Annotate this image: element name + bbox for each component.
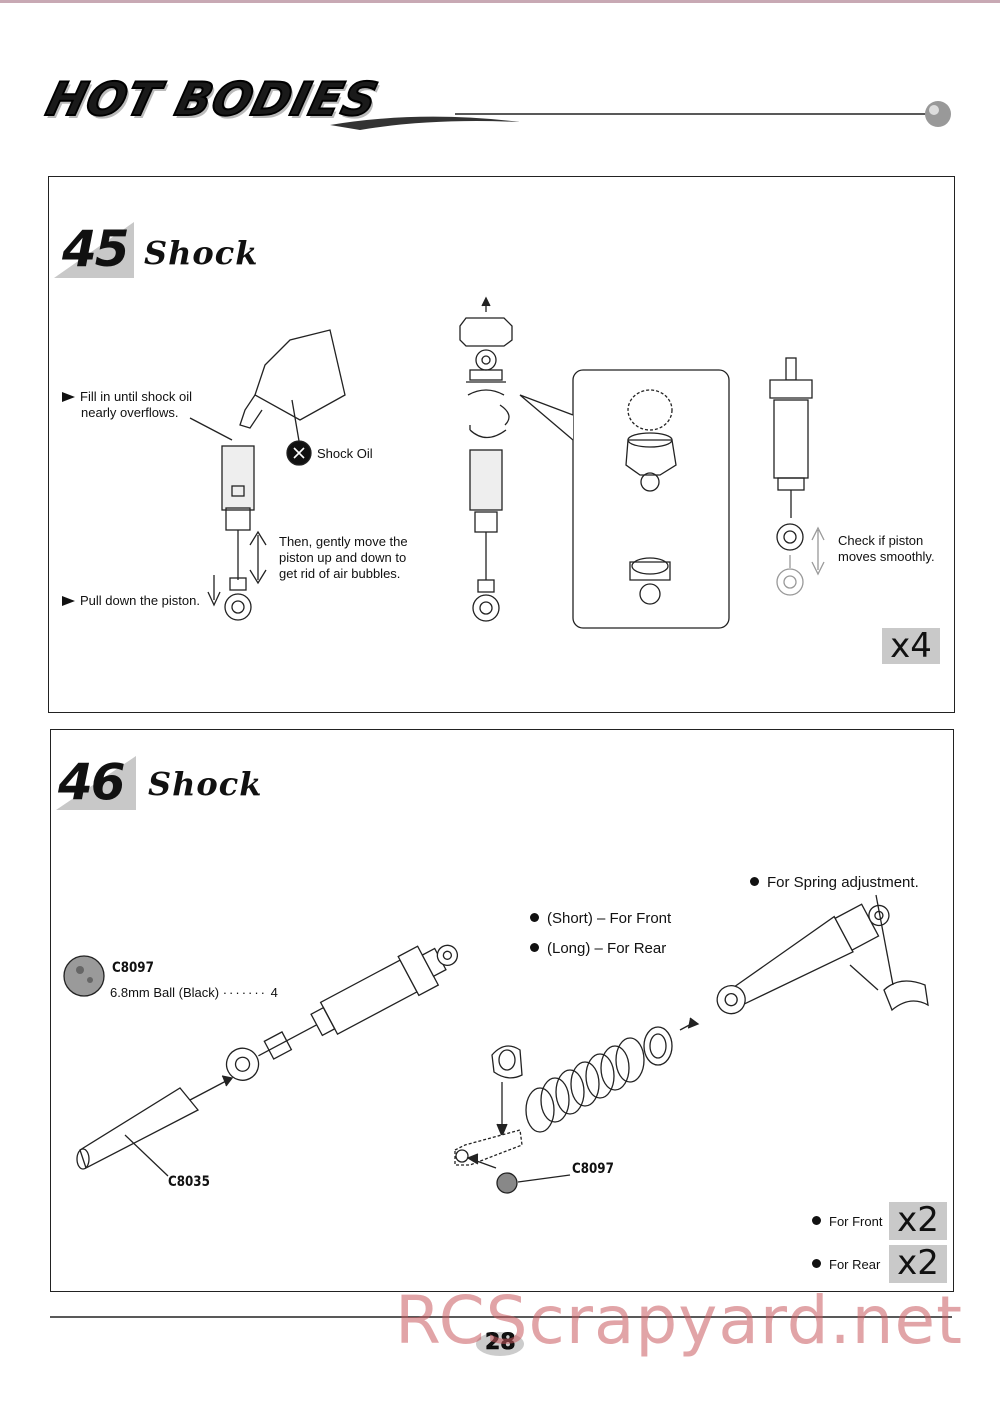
rod-end-3 xyxy=(776,523,804,551)
rod-end-left xyxy=(225,1047,260,1081)
bullet-dot-icon xyxy=(812,1216,821,1225)
shock-cap-nut xyxy=(459,317,513,347)
note-spring-adjust: For Spring adjustment. xyxy=(750,874,919,891)
ball-part-number-2: C8097 xyxy=(572,1161,614,1177)
note-short-front: (Short) – For Front xyxy=(530,910,671,927)
rod-end-right xyxy=(716,985,746,1015)
bullet-dot-icon xyxy=(530,943,539,952)
ball-c8097 xyxy=(496,1172,518,1194)
step-45-quantity: x4 xyxy=(882,628,940,664)
watermark: RCScrapyard.net xyxy=(395,1282,963,1359)
detail-inset-box xyxy=(572,369,730,629)
shock-boot xyxy=(79,1087,200,1169)
bullet-dot-icon xyxy=(750,877,759,886)
step-46-illustration xyxy=(63,894,929,1194)
step-45-number-bg xyxy=(54,222,134,278)
step-46-number-bg xyxy=(56,756,136,810)
bullet-dot-icon xyxy=(812,1259,821,1268)
shock-body-2 xyxy=(469,449,503,511)
note-fill-oil: Fill in until shock oil nearly overflows… xyxy=(62,389,192,421)
page-number: 28 xyxy=(485,1330,516,1356)
step-46-number: 46 xyxy=(58,753,126,811)
step-45-number: 45 xyxy=(62,220,130,278)
ball-part-number: C8097 xyxy=(112,960,154,976)
step-45-title: Shock xyxy=(144,234,259,272)
shock-body-3 xyxy=(773,399,809,479)
shock-oil-bottle xyxy=(254,329,346,421)
step-45-illustration xyxy=(189,296,825,629)
step-46-panel xyxy=(50,729,954,1292)
note-long-rear: (Long) – For Rear xyxy=(530,940,666,957)
rear-quantity: x2 xyxy=(889,1245,947,1283)
note-check-piston: Check if piston moves smoothly. xyxy=(838,533,935,564)
rod-end-1 xyxy=(224,593,252,621)
spring-collar xyxy=(643,1026,673,1066)
spring-clip xyxy=(883,980,929,1012)
arrow-bullet-icon xyxy=(62,596,75,606)
shock-body-1 xyxy=(221,445,255,511)
bullet-dot-icon xyxy=(530,913,539,922)
rod-end-2 xyxy=(472,594,500,622)
ball-icon xyxy=(63,955,105,997)
note-gently-move: Then, gently move the piston up and down… xyxy=(279,534,408,581)
front-quantity: x2 xyxy=(889,1202,947,1240)
shock-spring xyxy=(525,1037,645,1133)
logo-swoosh xyxy=(330,116,520,130)
arrow-bullet-icon xyxy=(62,392,75,402)
note-shock-oil: Shock Oil xyxy=(317,446,373,461)
note-pull-down: Pull down the piston. xyxy=(62,593,200,609)
ball-description: 6.8mm Ball (Black) ······· 4 xyxy=(110,985,278,1000)
boot-part-number: C8035 xyxy=(168,1174,210,1190)
rear-label: For Rear xyxy=(812,1257,880,1273)
top-border-line xyxy=(0,0,1000,3)
header-decoration xyxy=(330,101,951,130)
front-label: For Front xyxy=(812,1214,882,1230)
step-46-title: Shock xyxy=(148,765,263,803)
spring-retainer xyxy=(491,1045,523,1079)
